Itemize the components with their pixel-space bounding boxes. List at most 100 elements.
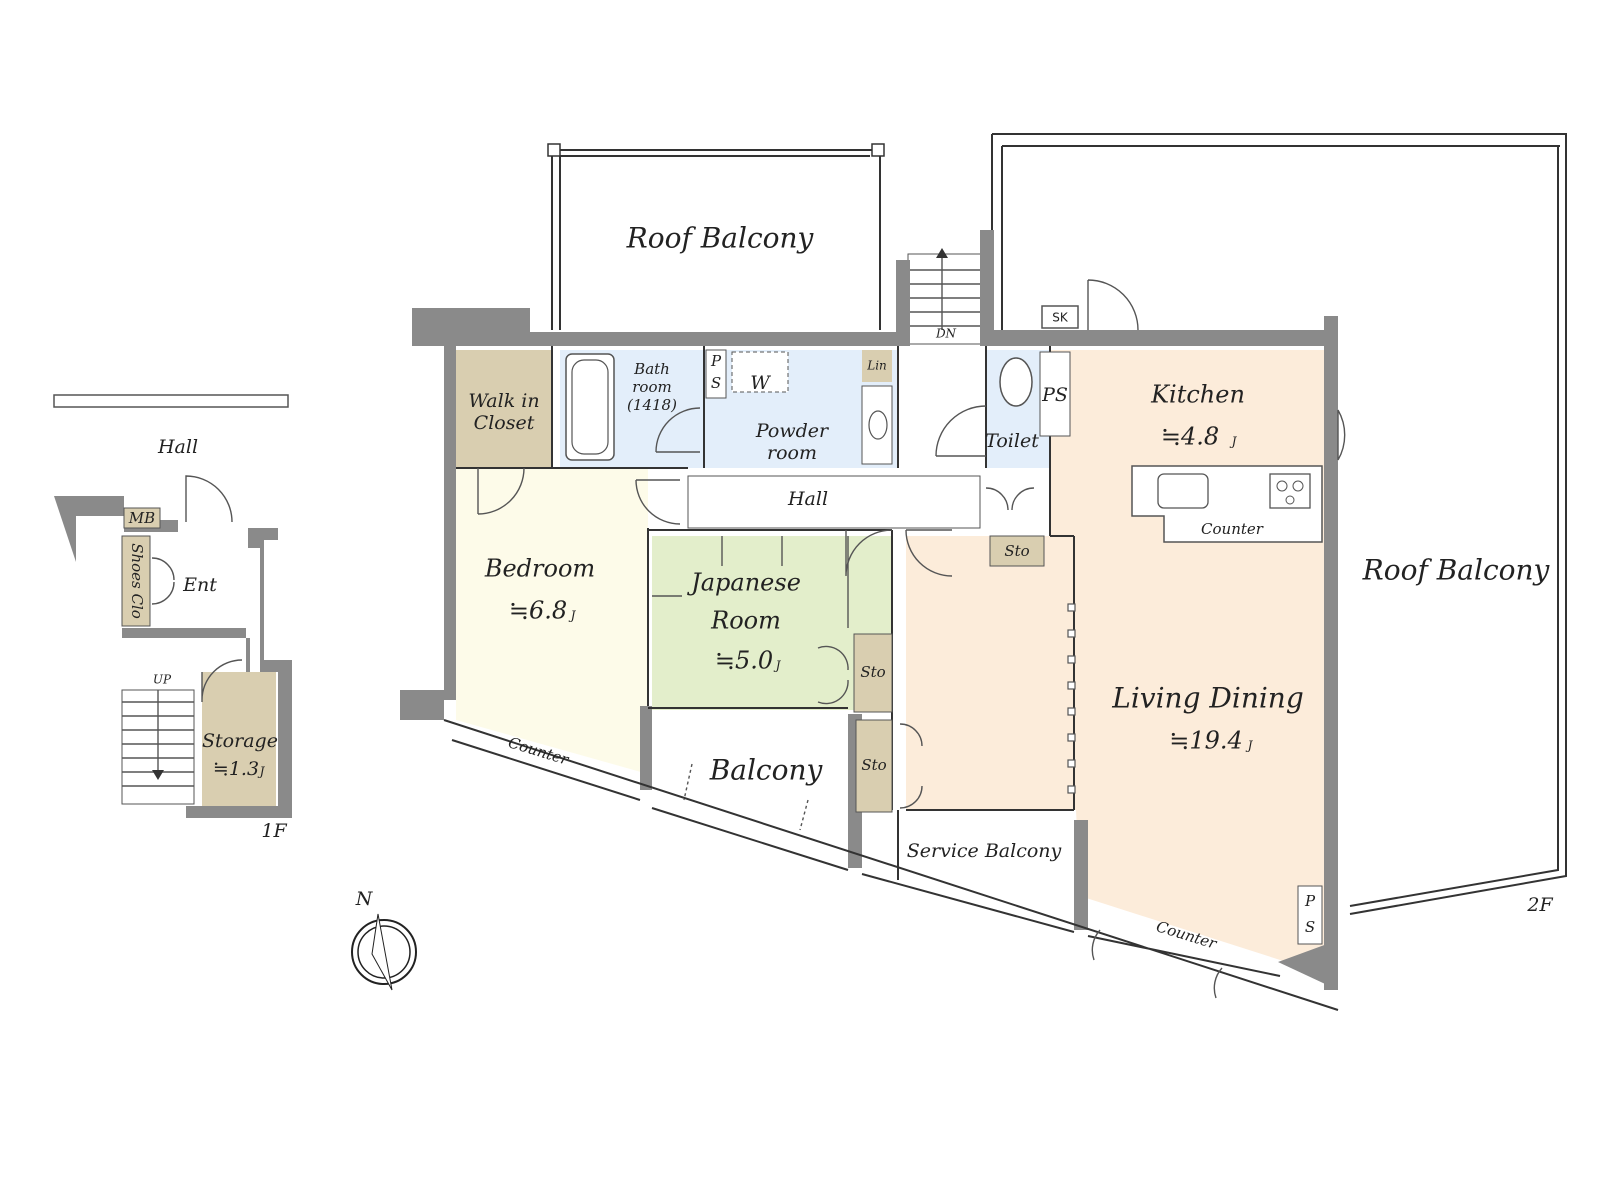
washer-space [731, 351, 789, 393]
storage-name: Storage [202, 730, 278, 752]
japanese-room-area: ≒5.0 [715, 647, 773, 675]
hall-label-1f: Hall [157, 436, 198, 458]
japanese-room-door[interactable] [845, 529, 893, 577]
sto-balcony [855, 719, 893, 813]
balcony-label: Balcony [709, 754, 824, 787]
sto-toilet [989, 535, 1045, 567]
sto-door-japanese[interactable] [817, 645, 849, 705]
living-kitchen [906, 350, 1324, 974]
ps-left-p: P [710, 352, 722, 370]
hall-label-2f: Hall [787, 488, 828, 510]
stairs-2f: DN [907, 248, 983, 345]
powder-room-line2: room [767, 442, 817, 464]
kitchen-area: ≒4.8 [1161, 423, 1219, 451]
bedroom [456, 468, 648, 774]
living-dining-name: Living Dining [1111, 682, 1304, 715]
kitchen-counter-label: Counter [1201, 520, 1264, 538]
powder-room-line1: Powder [755, 420, 830, 442]
floor-label-1f: 1F [261, 820, 287, 842]
sto-balcony-label: Sto [861, 756, 886, 774]
sk-box [1041, 305, 1079, 329]
bathroom-line2: room [632, 378, 671, 396]
kitchen-north-door[interactable] [1087, 279, 1139, 331]
ps-left-s: S [711, 374, 721, 392]
first-floor: Hall MB Shoes Clo Ent UP Storage ≒1.3 J [53, 394, 292, 842]
living-dining-area: ≒19.4 [1169, 727, 1243, 755]
toilet-icon [999, 357, 1033, 407]
bedroom-area: ≒6.8 [509, 597, 567, 625]
roof-balcony-east-label: Roof Balcony [1362, 554, 1551, 587]
walk-in-closet-line1: Walk in [468, 390, 539, 412]
stairs-1f [121, 689, 195, 805]
bedroom-door[interactable] [477, 467, 525, 515]
linen-closet [862, 350, 892, 382]
kitchen-unit: J [1229, 435, 1238, 449]
living-dining-unit: J [1245, 739, 1254, 753]
entry-door[interactable] [185, 475, 233, 523]
japanese-room-line2: Room [710, 607, 781, 635]
toilet-door[interactable] [935, 405, 987, 457]
bath-door[interactable] [655, 407, 701, 453]
storage-area: ≒1.3 [213, 758, 259, 780]
roof-balcony-east: Roof Balcony [991, 133, 1567, 915]
exterior-wall-south [443, 719, 1339, 1011]
stove-icon [1269, 473, 1311, 509]
ps-toilet-box [1039, 351, 1071, 437]
bathtub-icon [565, 353, 615, 461]
down-label: DN [935, 327, 957, 341]
kitchen-east-door[interactable] [1337, 409, 1346, 461]
kitchen-name: Kitchen [1150, 381, 1245, 409]
walk-in-closet-line2: Closet [474, 412, 535, 434]
toilet-label: Toilet [985, 430, 1039, 452]
sto-door-toilet[interactable] [985, 487, 1035, 511]
floor-label-2f: 2F [1526, 894, 1553, 916]
hall-door-west[interactable] [635, 479, 681, 525]
washer-label: W [750, 372, 771, 394]
tatami-lines [652, 536, 849, 628]
closet-door-1f[interactable] [151, 557, 175, 605]
japanese-room-line1: Japanese [686, 569, 801, 597]
room-divider [1067, 603, 1076, 794]
bedroom-unit: J [568, 609, 577, 623]
up-label: UP [153, 673, 172, 687]
north-label: N [355, 888, 374, 910]
balcony-marks [683, 763, 809, 831]
hall-2f [687, 475, 981, 529]
sink-icon [1157, 473, 1209, 509]
japanese-room-unit: J [773, 659, 782, 673]
sto-toilet-label: Sto [1004, 542, 1029, 560]
living-door[interactable] [905, 529, 953, 577]
walk-in-closet [456, 350, 552, 468]
compass-icon: N [351, 888, 417, 991]
living-south-door[interactable] [1091, 929, 1223, 999]
mb-label: MB [128, 509, 155, 527]
roof-balcony-north: Roof Balcony [547, 143, 885, 330]
pipe-space-left [705, 349, 727, 399]
sto-door-balcony[interactable] [899, 723, 923, 809]
roof-balcony-north-label: Roof Balcony [626, 222, 815, 255]
service-balcony-label: Service Balcony [907, 840, 1062, 862]
wall-1f [54, 496, 292, 832]
bedroom-name: Bedroom [484, 555, 595, 583]
ps-living-box [1297, 885, 1323, 945]
walls-2f [400, 230, 1338, 990]
entrance-label: Ent [182, 574, 217, 596]
second-floor: Roof Balcony Roof Balcony DN [400, 133, 1567, 1011]
japanese-room [652, 536, 892, 710]
storage-room [202, 672, 276, 806]
bathroom-line1: Bath [633, 360, 670, 378]
shoes-closet-label: Shoes Clo [128, 543, 146, 619]
storage-unit: J [257, 765, 266, 779]
ps-living-p: P [1304, 892, 1316, 910]
shoes-closet [121, 535, 151, 627]
sto-japanese-label: Sto [860, 663, 885, 681]
mb-box [123, 507, 161, 529]
storage-door[interactable] [201, 659, 243, 702]
bathroom-line3: (1418) [627, 396, 677, 414]
sto-japanese [853, 633, 893, 713]
ps-toilet-label: PS [1041, 384, 1068, 406]
hall-bar [53, 394, 289, 408]
linen-label: Lin [866, 359, 887, 373]
sk-label: SK [1052, 311, 1069, 325]
